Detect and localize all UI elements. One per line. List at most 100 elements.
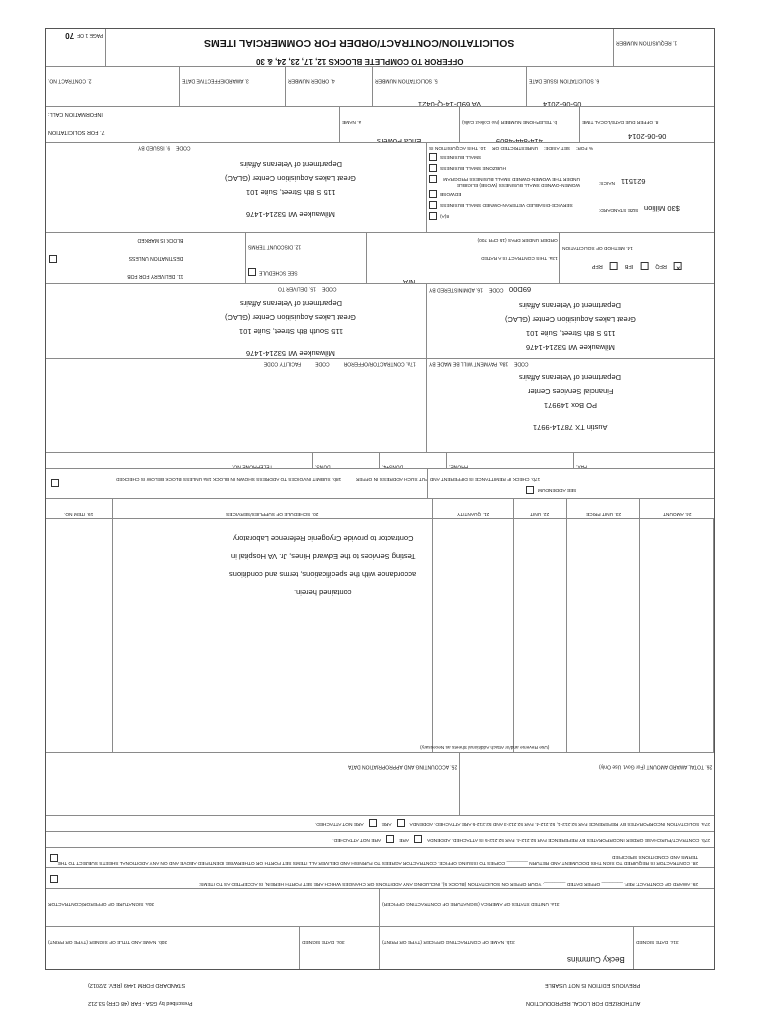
naics-size-column: NAICS: 621511 SIZE STANDARD: $30 Million	[599, 153, 712, 223]
wosb-label: WOMEN-OWNED SMALL BUSINESS (WOSB) ELIGIB…	[443, 176, 580, 187]
duns4-label: DUNS+4:	[381, 463, 404, 469]
phone-label: PHONE:	[448, 463, 468, 469]
call-telephone-cell: b. TELEPHONE NUMBER (No Collect Calls) 4…	[460, 107, 581, 142]
see-addendum-label: SEE ADDENDUM	[538, 487, 577, 492]
rating-value: N/A	[403, 278, 416, 283]
award-date-cell: 3. AWARD/EFFECTIVE DATE	[180, 67, 287, 106]
hubzone-label: HUBZONE SMALL BUSINESS	[439, 165, 506, 170]
block-28-row: 28. CONTRACTOR IS REQUIRED TO SIGN THIS …	[46, 848, 714, 868]
ifb-label: IFB	[625, 263, 634, 270]
block-27b-row: 27b. CONTRACT/PURCHASE ORDER INCORPORATE…	[46, 832, 714, 848]
address-line: 115 South 8th Street, Suite 101	[238, 326, 343, 336]
offeror-signature-cell: 30a. SIGNATURE OF OFFEROR/CONTRACTOR	[46, 889, 380, 926]
delivery-fob-line: BLOCK IS MARKED	[137, 237, 184, 243]
officer-date-signed-cell: 31c. DATE SIGNED	[634, 927, 714, 969]
date-signed-label: 30c. DATE SIGNED	[301, 939, 345, 944]
wosb-checkbox	[428, 175, 437, 183]
administered-by-cell: 16. ADMINISTERED BY CODE 69D00 Departmen…	[427, 284, 714, 358]
payment-made-by-cell: 18a. PAYMENT WILL BE MADE BY CODE Depart…	[427, 359, 714, 452]
address-line: Department of Veterans Affairs	[239, 298, 342, 308]
form-title: SOLICITATION/CONTRACT/ORDER FOR COMMERCI…	[204, 37, 515, 49]
address-line: Milwaukee WI 53214-1476	[246, 348, 336, 358]
footer-edition-note: PREVIOUS EDITION IS NOT USABLE AUTHORIZE…	[460, 972, 640, 1008]
8a-label: 8(A)	[439, 213, 449, 218]
unit-price-column	[567, 519, 641, 752]
rfp-label: RFP	[592, 263, 604, 270]
call-telephone-value: 414-844-4809	[496, 137, 544, 142]
ifb-checkbox	[640, 262, 649, 270]
telephone-cell: TELEPHONE NO.	[46, 453, 314, 468]
offeror-signature-label: 30a. SIGNATURE OF OFFEROR/CONTRACTOR	[48, 901, 155, 906]
contractor-code-label: CODE	[315, 360, 330, 367]
title-cell: SOLICITATION/CONTRACT/ORDER FOR COMMERCI…	[106, 29, 614, 66]
rated-order-cell: 13a. THIS CONTRACT IS A RATED ORDER UNDE…	[367, 233, 561, 283]
block-27a-row: 27a. SOLICITATION INCORPORATES BY REFERE…	[46, 816, 714, 832]
hubzone-checkbox	[428, 164, 437, 172]
address-line: Great Lakes Acquisition Center (GLAC)	[504, 315, 636, 324]
blocks-25-26-row: 25. ACCOUNTING AND APPROPRIATION DATA 26…	[46, 753, 714, 816]
blocks-17b-18b-row: 18b. SUBMIT INVOICES TO ADDRESS SHOWN IN…	[46, 469, 714, 499]
size-standard-value: $30 Million	[644, 204, 680, 213]
phone-cell: PHONE:	[447, 453, 574, 468]
issued-by-cell: 9. ISSUED BY CODE Department of Veterans…	[46, 143, 427, 232]
address-line: 115 S 8th Street, Suite 101	[525, 329, 616, 338]
sdvosb-checkbox	[428, 201, 437, 209]
page-of-label: PAGE 1 OF	[77, 32, 104, 39]
award-of-contract-text: 29. AWARD OF CONTRACT: REF. ________ OFF…	[198, 881, 698, 886]
8a-checkbox	[428, 212, 437, 220]
are-not-label-27b: ARE NOT ATTACHED.	[332, 837, 382, 843]
blocks-7-8-row: 7. FOR SOLICITATION INFORMATION CALL: a.…	[46, 107, 714, 143]
unrestricted-label: UNRESTRICTED OR	[491, 145, 538, 150]
page-count: 70	[65, 31, 75, 40]
blocks-9-10-row: 9. ISSUED BY CODE Department of Veterans…	[46, 143, 714, 233]
solicitation-number-value: VA 69D-14-Q-0421	[417, 100, 482, 106]
contractor-offeror-cell: 17a. CONTRACTOR/OFFEROR CODE FACILITY CO…	[46, 359, 427, 452]
see-schedule-label: SEE SCHEDULE	[259, 269, 299, 276]
naics-value: 621511	[620, 177, 646, 186]
small-business-checkbox	[428, 153, 437, 161]
see-addendum-checkbox	[526, 486, 534, 494]
item-no-header: 19. ITEM NO.	[46, 499, 113, 518]
administered-by-address: Department of Veterans Affairs Great Lak…	[429, 298, 712, 354]
are-label-27a: ARE	[381, 821, 392, 827]
address-line: PO Box 149971	[543, 400, 597, 410]
addenda-are-checkbox-27b	[413, 835, 422, 844]
method-of-solicitation-cell: 14. METHOD OF SOLICITATION ✕ RFQ IFB RFP	[560, 233, 714, 283]
payment-made-by-label: 18a. PAYMENT WILL BE MADE BY	[428, 360, 509, 367]
fax-cell: FAX:	[574, 453, 714, 469]
issued-by-address: Department of Veterans Affairs Great Lak…	[48, 157, 424, 221]
see-schedule-checkbox	[248, 268, 257, 276]
addenda-are-not-checkbox-27a	[368, 819, 377, 828]
supplies-services-column: Contractor to provide Cryogenic Referenc…	[113, 519, 434, 752]
set-aside-options: SMALL BUSINESS HUBZONE SMALL BUSINESS WO…	[428, 153, 599, 223]
administered-by-label: 16. ADMINISTERED BY	[428, 286, 483, 293]
block-29-row: 29. AWARD OF CONTRACT: REF. ________ OFF…	[46, 868, 714, 889]
deliver-to-cell: 15. DELIVER TO CODE Department of Vetera…	[46, 284, 427, 358]
rfq-label: RFQ	[655, 263, 668, 270]
address-line: Department of Veterans Affairs	[239, 159, 342, 169]
address-line: Financial Services Center	[527, 386, 614, 396]
deliver-to-code-label: CODE	[321, 285, 337, 292]
total-award-cell: 26. TOTAL AWARD AMOUNT (For Govt. Use On…	[460, 753, 714, 815]
item-description: Contractor to provide Cryogenic Referenc…	[215, 520, 430, 600]
remittance-checkbox	[51, 479, 59, 487]
naics-label: NAICS:	[598, 179, 615, 185]
signer-name-cell: 30b. NAME AND TITLE OF SIGNER (TYPE OR P…	[46, 927, 300, 969]
contract-no-label: 2. CONTRACT NO.	[48, 77, 92, 84]
footer-form-id: STANDARD FORM 1449 (REV. 2/2012) Prescri…	[88, 972, 193, 1008]
acquisition-label: 10. THIS ACQUISITION IS	[428, 145, 486, 150]
date-signed-cell: 30c. DATE SIGNED	[300, 927, 380, 969]
contract-incorporates-text: 27b. CONTRACT/PURCHASE ORDER INCORPORATE…	[426, 837, 710, 843]
signer-name-label: 30b. NAME AND TITLE OF SIGNER (TYPE OR P…	[48, 939, 168, 944]
sdvosb-label: SERVICE-DISABLED VETERAN-OWNED SMALL BUS…	[439, 202, 573, 207]
contractor-sign-text: 28. CONTRACTOR IS REQUIRED TO SIGN THIS …	[57, 854, 698, 865]
duns-label: DUNS:	[315, 463, 331, 469]
small-business-label: SMALL BUSINESS	[439, 154, 481, 159]
page-of-cell: PAGE 1 OF 70	[46, 29, 107, 66]
percent-for-label: % FOR:	[575, 145, 593, 150]
schedule-table-body: Contractor to provide Cryogenic Referenc…	[46, 519, 714, 753]
call-name-label: a. NAME	[341, 119, 362, 124]
requisition-label: 1. REQUISITION NUMBER	[615, 39, 677, 46]
delivery-fob-line: DESTINATION UNLESS	[128, 255, 184, 261]
schedule-table-header: 19. ITEM NO. 20. SCHEDULE OF SUPPLIES/SE…	[46, 499, 714, 519]
